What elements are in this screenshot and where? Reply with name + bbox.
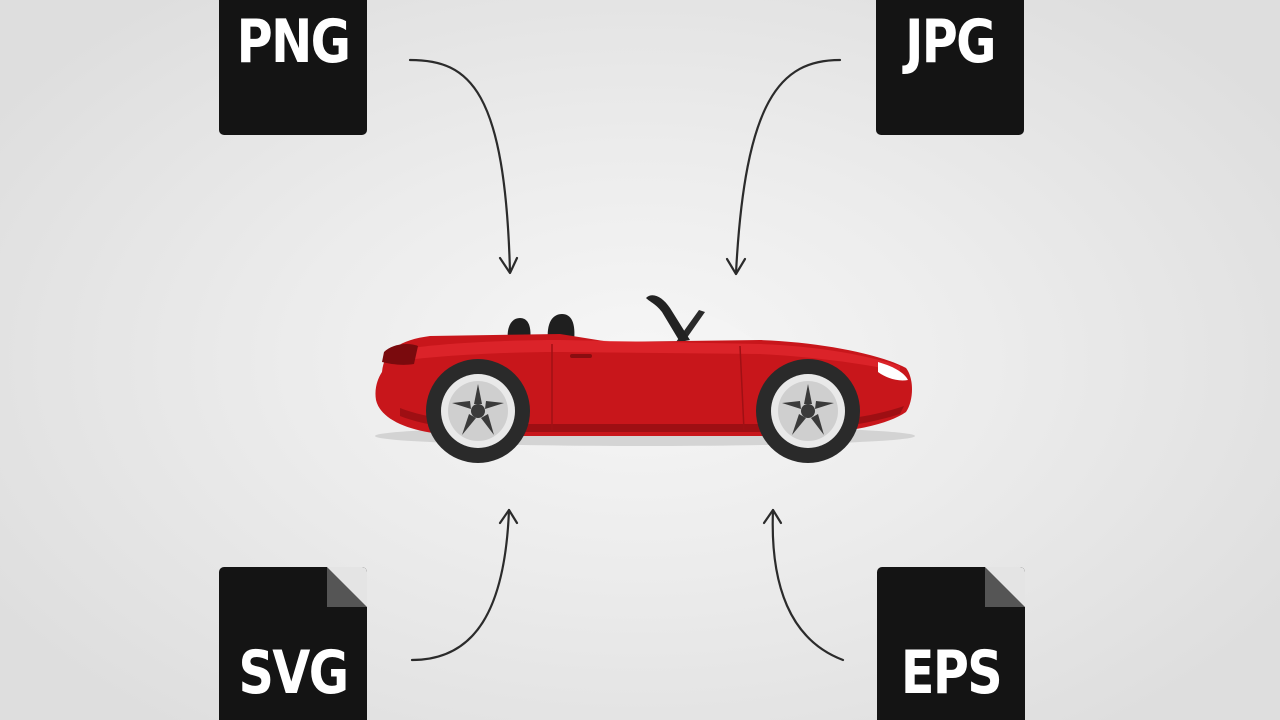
svg-file-icon: SVG bbox=[219, 567, 367, 720]
arrow-icon bbox=[762, 508, 845, 662]
svg-label: SVG bbox=[238, 638, 350, 708]
page-fold-icon bbox=[985, 567, 1025, 607]
arrow-icon bbox=[408, 58, 519, 275]
arrow-icon bbox=[410, 508, 519, 662]
jpg-file-icon: JPG bbox=[876, 0, 1024, 135]
jpg-label: JPG bbox=[905, 7, 996, 77]
arrow-icon bbox=[725, 58, 842, 276]
eps-file-icon: EPS bbox=[877, 567, 1025, 720]
page-fold-icon bbox=[327, 567, 367, 607]
png-file-icon: PNG bbox=[219, 0, 367, 135]
png-label: PNG bbox=[236, 7, 351, 77]
eps-label: EPS bbox=[900, 638, 1003, 708]
